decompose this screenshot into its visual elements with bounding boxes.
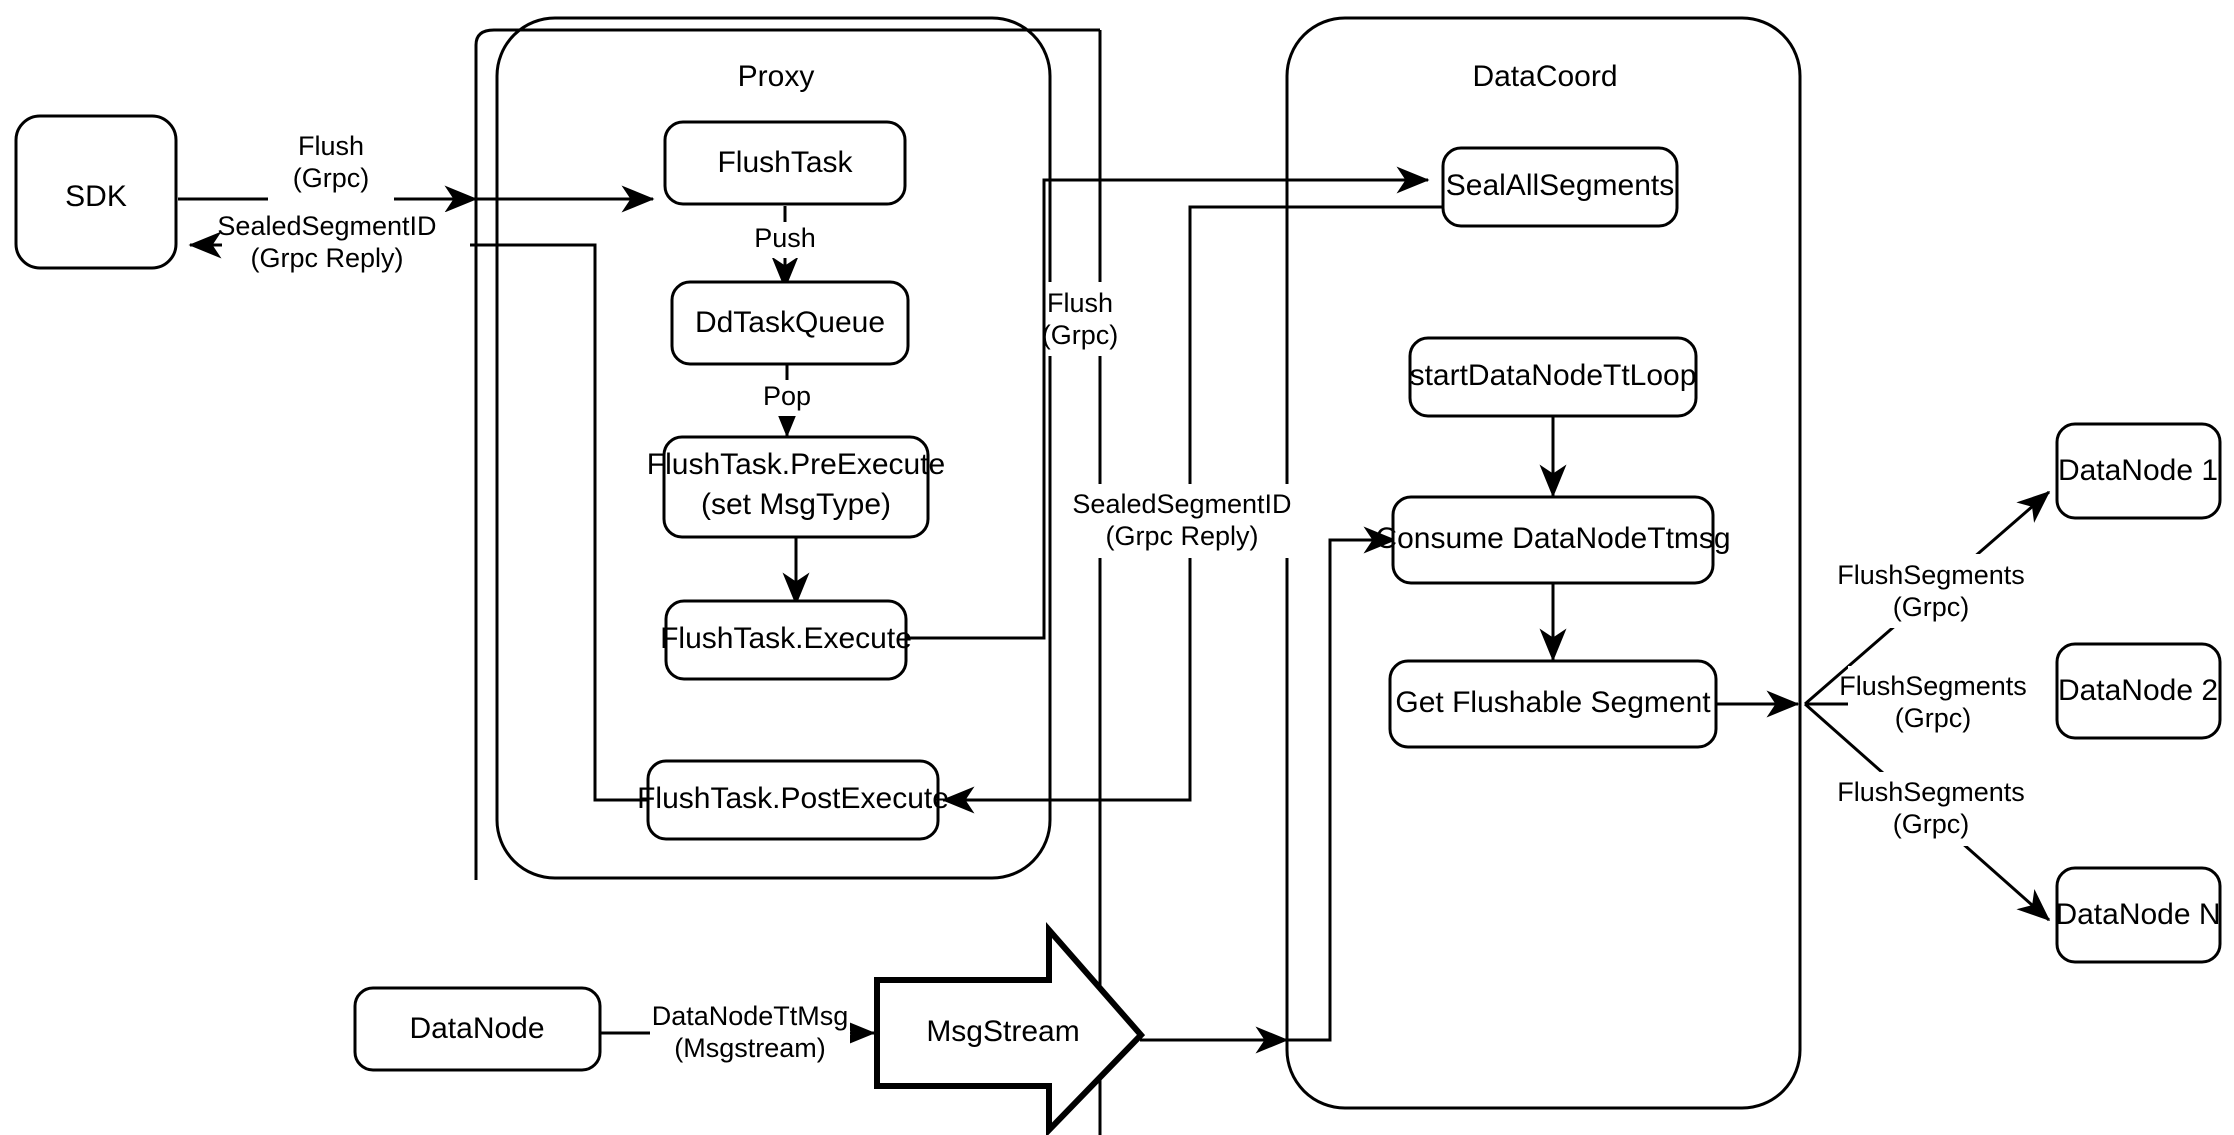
- label-bg-sealed-coord: [1087, 484, 1293, 558]
- flushtask-label: FlushTask: [717, 146, 853, 179]
- node-execute[interactable]: FlushTask.Execute: [660, 599, 912, 681]
- preexecute-label-line1: FlushTask.PreExecute: [647, 448, 945, 481]
- flushsegments-n-line1: FlushSegments: [1837, 777, 2025, 807]
- sdk-box[interactable]: [14, 114, 178, 270]
- node-preexecute[interactable]: FlushTask.PreExecute (set MsgType): [647, 435, 945, 539]
- flush-label-line2: (Grpc): [293, 163, 370, 193]
- flush-label-line1: Flush: [298, 131, 364, 161]
- node-sdk[interactable]: SDK: [14, 114, 178, 270]
- postexecute-label: FlushTask.PostExecute: [637, 782, 949, 815]
- node-datanode-source[interactable]: DataNode: [353, 986, 602, 1072]
- datanodettmsg-label-line1: DataNodeTtMsg: [652, 1001, 849, 1031]
- label-bg-push: [743, 222, 827, 258]
- node-sealallsegments[interactable]: SealAllSegments: [1441, 146, 1679, 228]
- sealed-coord-label-line1: SealedSegmentID: [1072, 489, 1291, 519]
- node-flushtask[interactable]: FlushTask: [663, 120, 907, 206]
- flushsegments-2-line1: FlushSegments: [1839, 671, 2027, 701]
- node-ddtaskqueue[interactable]: DdTaskQueue: [670, 280, 910, 366]
- label-bg-sealed-sdk: [222, 212, 470, 286]
- proxy-container-title: Proxy: [738, 60, 815, 93]
- label-flushsegments-1: FlushSegments (Grpc): [1837, 554, 2058, 628]
- datanode-1-label: DataNode 1: [2058, 454, 2218, 487]
- node-datanode-n[interactable]: DataNode N: [2055, 866, 2222, 964]
- flushsegments-n-line2: (Grpc): [1893, 809, 1970, 839]
- sealed-coord-label-line2: (Grpc Reply): [1105, 521, 1258, 551]
- datanode-n-label: DataNode N: [2055, 898, 2220, 931]
- ddtaskqueue-label: DdTaskQueue: [695, 306, 885, 339]
- datanode-2-box[interactable]: [2055, 642, 2222, 740]
- ddtaskqueue-box[interactable]: [670, 280, 910, 366]
- flushsegments-1-line1: FlushSegments: [1837, 560, 2025, 590]
- datanode-n-box[interactable]: [2055, 866, 2222, 964]
- label-bg-pop: [755, 380, 821, 416]
- flushsegments-1-line2: (Grpc): [1893, 592, 1970, 622]
- label-flush-grpc-coord: Flush (Grpc): [1042, 282, 1170, 356]
- flush-coord-label-line2: (Grpc): [1042, 320, 1119, 350]
- label-bg-flushsegments-1: [1846, 554, 2058, 628]
- node-datanode-2[interactable]: DataNode 2: [2055, 642, 2222, 740]
- datacoord-container-title: DataCoord: [1472, 60, 1617, 93]
- sdk-label: SDK: [65, 180, 127, 213]
- postexecute-box[interactable]: [646, 759, 940, 841]
- node-consume-datanodettmsg[interactable]: Consume DataNodeTtmsg: [1375, 495, 1731, 585]
- execute-label: FlushTask.Execute: [660, 622, 912, 655]
- label-flushsegments-n: FlushSegments (Grpc): [1837, 772, 2058, 846]
- datanode-2-label: DataNode 2: [2058, 674, 2218, 707]
- pop-label: Pop: [763, 381, 811, 411]
- datanode-1-box[interactable]: [2055, 422, 2222, 520]
- label-flushsegments-2: FlushSegments (Grpc): [1839, 666, 2060, 740]
- label-push: Push: [743, 222, 827, 258]
- sealedsegmentid-label-line1: SealedSegmentID: [217, 211, 436, 241]
- datanodettmsg-label-line2: (Msgstream): [674, 1033, 826, 1063]
- label-bg-datanodettmsg: [650, 996, 850, 1070]
- label-pop: Pop: [755, 380, 821, 416]
- push-label: Push: [754, 223, 816, 253]
- label-flush-grpc-sdk: Flush (Grpc): [268, 131, 394, 206]
- label-bg-flush-coord: [1046, 282, 1170, 356]
- sealallsegments-label: SealAllSegments: [1446, 169, 1674, 202]
- sealallsegments-box[interactable]: [1441, 146, 1679, 228]
- sealedsegmentid-label-line2: (Grpc Reply): [250, 243, 403, 273]
- msgstream-arrow-shape[interactable]: [874, 922, 1146, 1135]
- label-bg-flush-sdk: [268, 132, 394, 206]
- label-sealedsegmentid-coord: SealedSegmentID (Grpc Reply): [1072, 484, 1293, 558]
- preexecute-label-line2: (set MsgType): [701, 488, 891, 521]
- node-getflushablesegment[interactable]: Get Flushable Segment: [1388, 659, 1718, 749]
- label-bg-flushsegments-2: [1848, 666, 2060, 740]
- label-bg-flushsegments-n: [1846, 772, 2058, 846]
- datanode-source-label: DataNode: [409, 1012, 544, 1045]
- msgstream-label: MsgStream: [926, 1015, 1079, 1048]
- flushsegments-2-line2: (Grpc): [1895, 703, 1972, 733]
- label-datanodettmsg: DataNodeTtMsg (Msgstream): [650, 996, 850, 1070]
- proxy-trunk-top-curve: [474, 28, 1100, 55]
- startdatanodettloop-label: startDataNodeTtLoop: [1410, 359, 1697, 392]
- label-sealedsegmentid-sdk: SealedSegmentID (Grpc Reply): [217, 211, 470, 286]
- node-datanode-1[interactable]: DataNode 1: [2055, 422, 2222, 520]
- flushtask-box[interactable]: [663, 120, 907, 206]
- consume-datanodettmsg-label: Consume DataNodeTtmsg: [1375, 522, 1730, 555]
- node-msgstream[interactable]: MsgStream: [874, 922, 1146, 1135]
- node-postexecute[interactable]: FlushTask.PostExecute: [637, 759, 949, 841]
- flush-coord-label-line1: Flush: [1047, 288, 1113, 318]
- getflushablesegment-label: Get Flushable Segment: [1395, 686, 1711, 719]
- datanode-source-box[interactable]: [353, 986, 602, 1072]
- execute-box[interactable]: [664, 599, 908, 681]
- node-startdatanodettloop[interactable]: startDataNodeTtLoop: [1408, 336, 1698, 418]
